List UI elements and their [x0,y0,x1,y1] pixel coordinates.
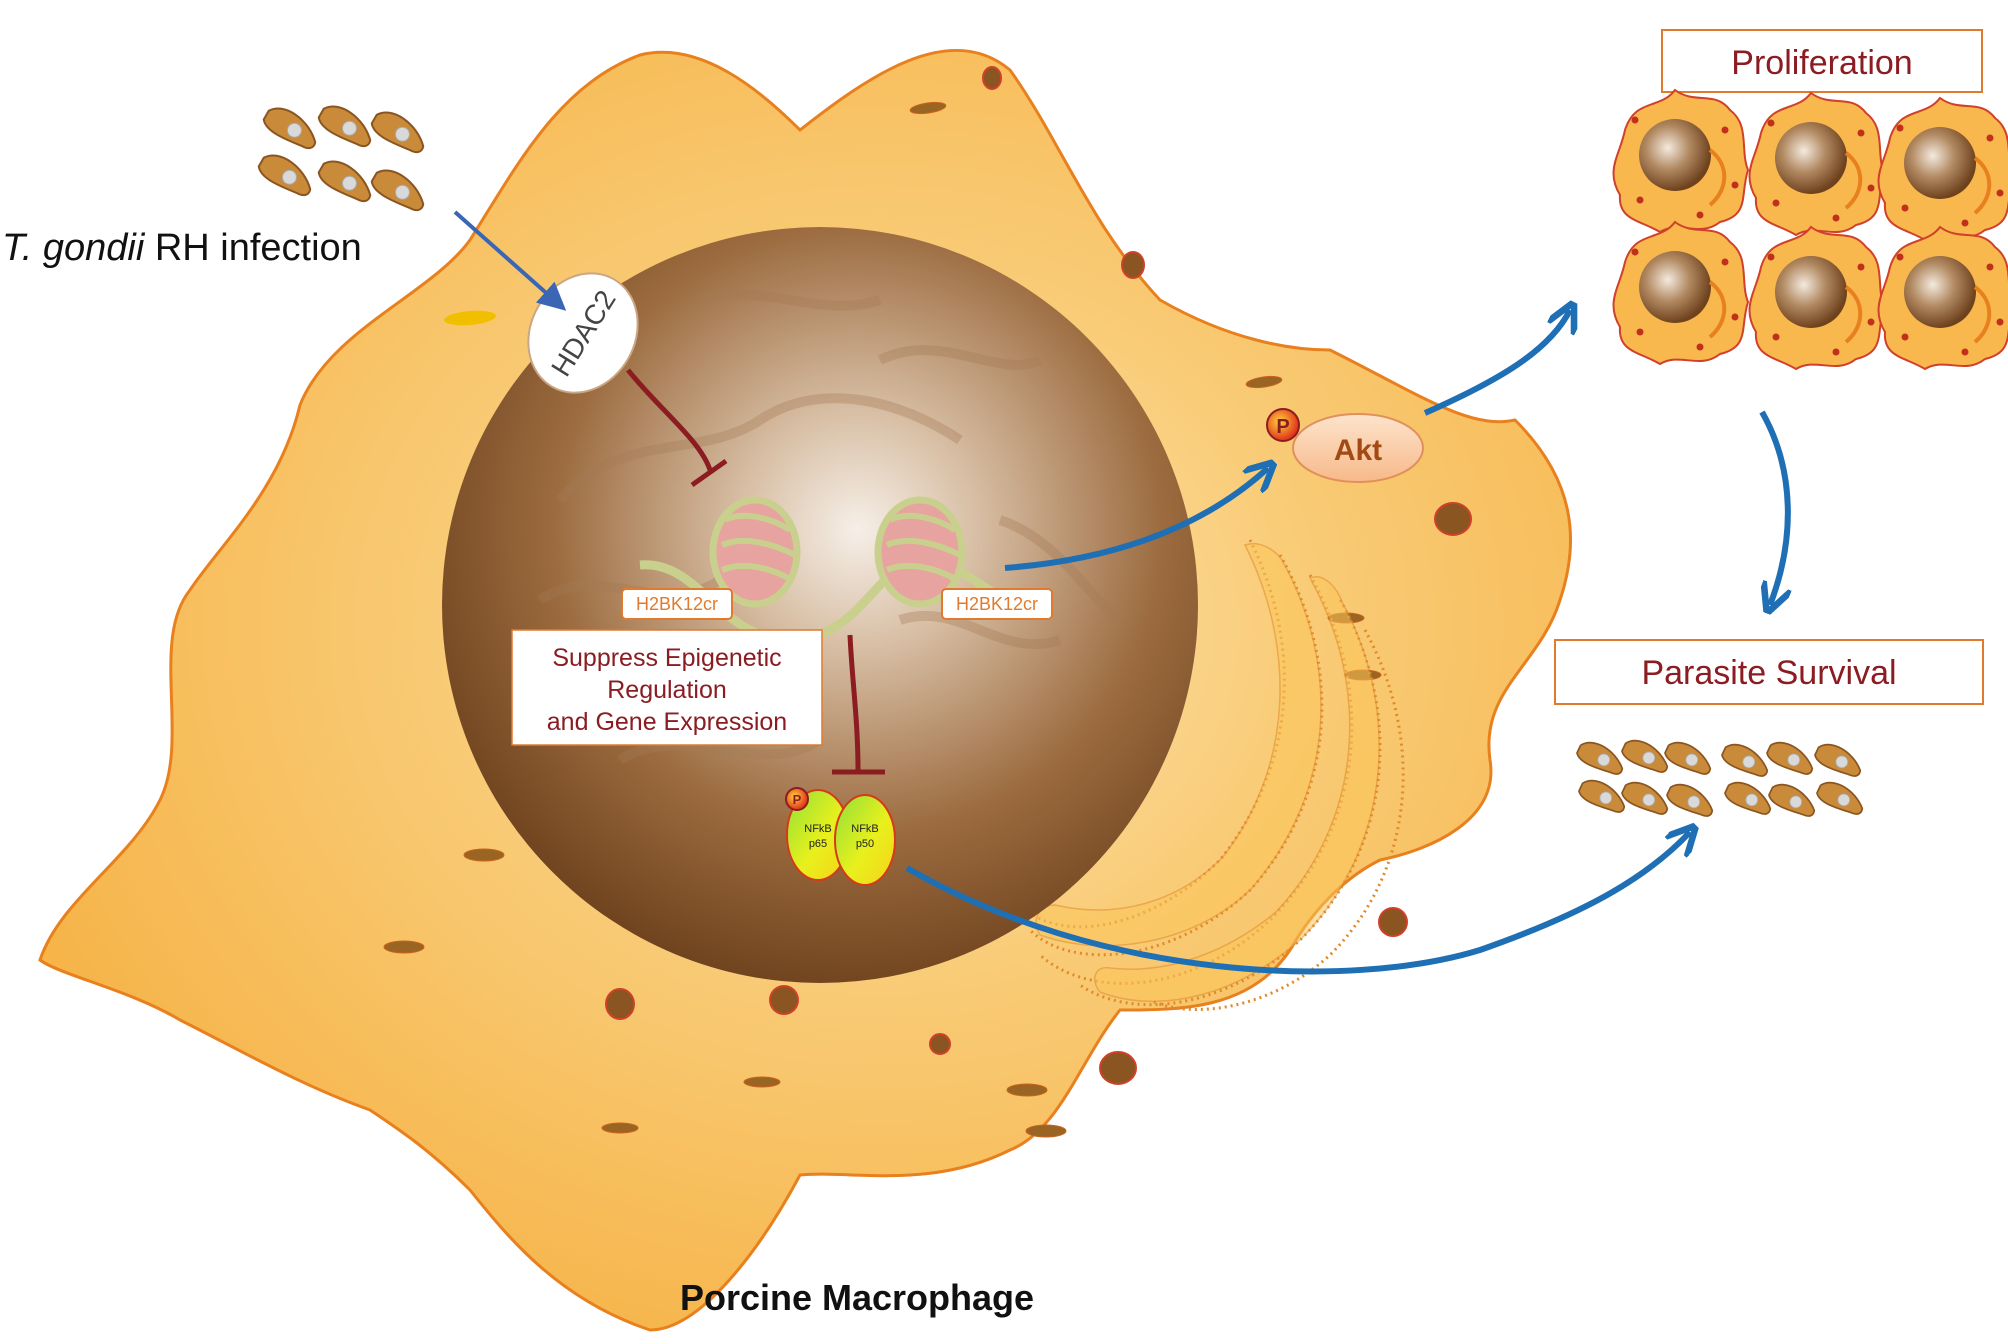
rod [1245,375,1283,389]
rod [1006,1083,1048,1097]
granule [1378,907,1408,937]
granule [1121,251,1145,279]
parasite-survival-box: Parasite Survival [1554,639,1984,705]
parasite-icon [257,154,312,197]
nfkb-p65-line1: NFkB [804,823,832,835]
parasite-icon [1666,783,1714,817]
suppress-line-2: Regulation [607,676,727,704]
parasite-icon [1724,781,1772,815]
granule [929,1033,951,1055]
activation-arrows [905,310,1788,975]
yellow-granule [444,310,496,326]
h2bk12cr-right-label: H2BK12cr [956,594,1038,614]
nfkb-phospho-label: P [793,792,802,807]
parasite-icon [262,107,317,150]
suppress-line-3: and Gene Expression [547,708,787,736]
akt-phospho [1266,408,1300,442]
akt-phospho-label: P [1276,416,1289,438]
nfkb-inhibition-line [847,634,861,771]
nfkb-p65-line2: p65 [809,838,827,850]
parasite-icon [1816,781,1864,815]
nfkb-to-survival-arrow [905,832,1690,975]
proliferating-cell-icon [1748,91,1886,237]
granule [769,985,799,1015]
rod [1025,1124,1067,1138]
akt-label: Akt [1334,434,1382,467]
rod [743,1076,781,1088]
granule [605,988,635,1020]
granule [982,66,1002,90]
h2bk12cr-left-label: H2BK12cr [636,594,718,614]
rod [463,848,505,862]
akt-node: Akt P [1266,408,1424,483]
granule [1434,502,1472,536]
parasite-icon [317,105,372,148]
infection-label-italic: T. gondii [2,227,146,269]
nfkb-complex: NFkB p65 NFkB p50 P [785,787,896,886]
infection-label-rest: RH infection [144,227,362,269]
proliferation-box: Proliferation [1661,29,1983,93]
nfkb-p50-line2: p50 [856,838,874,850]
parasites-survival-group [1576,739,1864,817]
nfkb-phospho [785,787,809,811]
nucleosome-right [874,496,966,608]
proliferation-to-survival-arrow [1759,410,1788,605]
inhibition-arrows [626,368,885,775]
parasite-icon [370,111,425,154]
cytoplasm-granules [605,66,1472,1085]
hdac2-inhibition-bar [690,458,728,488]
suppress-line-1: Suppress Epigenetic [552,644,781,672]
infection-arrow [453,210,567,311]
proliferation-label: Proliferation [1731,44,1912,82]
h2bk12cr-tag-left: H2BK12cr [621,588,733,620]
proliferating-cell-icon [1612,220,1750,366]
parasite-icon [1664,741,1712,775]
nfkb-p50-line1: NFkB [851,823,879,835]
rod [383,940,425,954]
parasite-icon [1768,783,1816,817]
parasite-icon [1766,741,1814,775]
parasite-icon [317,160,372,203]
proliferating-cell-icon [1612,88,1750,234]
parasite-icon [1621,739,1669,773]
proliferating-cell-icon [1877,96,2008,242]
rod [601,1122,639,1134]
nucleosome-left [709,496,801,608]
nucleosome-to-akt-arrow [1004,468,1268,571]
parasite-survival-label: Parasite Survival [1641,654,1896,692]
parasite-icon [1576,741,1624,775]
proliferating-cell-icon [1877,225,2008,371]
suppress-box: Suppress Epigenetic Regulation and Gene … [511,629,823,746]
proliferating-cell-icon [1748,225,1886,371]
cell-name-label: Porcine Macrophage [680,1277,1034,1318]
parasite-icon [1721,743,1769,777]
nucleus [442,227,1198,983]
akt-to-proliferation-arrow [1423,310,1570,416]
nfkb-p50 [834,794,896,886]
hdac2-inhibition-line [626,368,713,471]
h2bk12cr-tag-right: H2BK12cr [941,588,1053,620]
proliferating-cells-group [1612,88,2008,371]
golgi-fill [1035,543,1380,1003]
parasite-icon [1814,743,1862,777]
parasite-icon [1578,779,1626,813]
parasite-icon [1621,781,1669,815]
parasite-icon [370,169,425,212]
parasites-infection-group [257,105,425,212]
rod [909,101,947,115]
infection-label: T. gondii RH infection [2,227,362,269]
granule [1099,1051,1137,1085]
